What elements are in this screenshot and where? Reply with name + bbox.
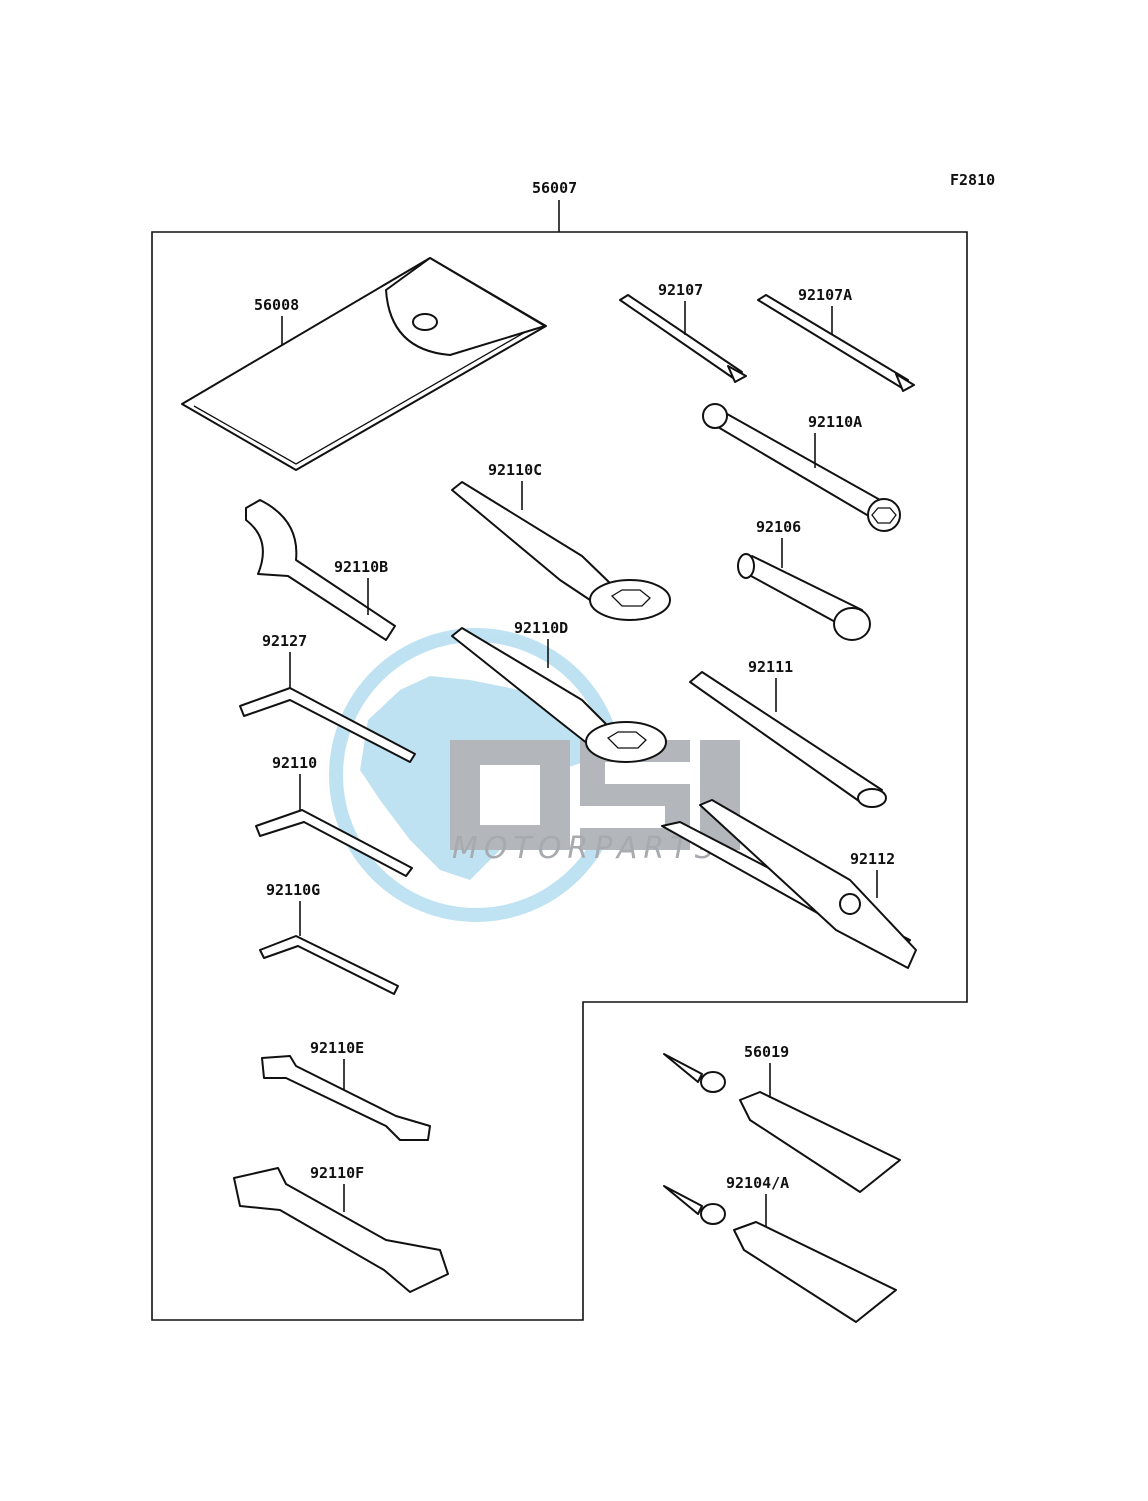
hex-key-icon: [259, 935, 399, 995]
hex-key-icon: [255, 809, 413, 877]
part-label-92110D[interactable]: 92110D: [514, 619, 568, 637]
handle-icon: [689, 671, 887, 808]
part-label-92110[interactable]: 92110: [272, 754, 317, 772]
tube-icon: [663, 1053, 901, 1193]
part-label-92110G[interactable]: 92110G: [266, 881, 320, 899]
part-label-92107A[interactable]: 92107A: [798, 286, 852, 304]
part-label-92110E[interactable]: 92110E: [310, 1039, 364, 1057]
box-wrench-icon: [702, 403, 901, 532]
ring-wrench-icon: [451, 481, 671, 621]
screwdriver-icon: [619, 294, 747, 383]
watermark-subtext: MOTORPARTS: [452, 831, 720, 866]
pouch-icon: [181, 257, 547, 471]
open-wrench-icon: [261, 1055, 431, 1141]
part-label-92107[interactable]: 92107: [658, 281, 703, 299]
part-label-92127[interactable]: 92127: [262, 632, 307, 650]
part-label-92110A[interactable]: 92110A: [808, 413, 862, 431]
tube-icon: [663, 1185, 897, 1323]
part-label-92110F[interactable]: 92110F: [310, 1164, 364, 1182]
open-wrench-icon: [233, 1167, 449, 1293]
part-label-56008[interactable]: 56008: [254, 296, 299, 314]
assembly-label[interactable]: 56007: [532, 179, 577, 197]
socket-icon: [737, 553, 871, 641]
hook-wrench-icon: [245, 499, 396, 641]
figure-code: F2810: [950, 171, 995, 189]
part-label-92112[interactable]: 92112: [850, 850, 895, 868]
part-label-56019[interactable]: 56019: [744, 1043, 789, 1061]
part-label-92104A[interactable]: 92104/A: [726, 1174, 789, 1192]
watermark: MOTORPARTS: [329, 628, 740, 922]
assembly-frame: [151, 231, 968, 1321]
ring-wrench-icon: [451, 627, 667, 763]
part-label-92110C[interactable]: 92110C: [488, 461, 542, 479]
part-label-92111[interactable]: 92111: [748, 658, 793, 676]
pliers-icon: [661, 799, 917, 969]
screwdriver-icon: [757, 294, 915, 392]
part-label-92106[interactable]: 92106: [756, 518, 801, 536]
part-label-92110B[interactable]: 92110B: [334, 558, 388, 576]
